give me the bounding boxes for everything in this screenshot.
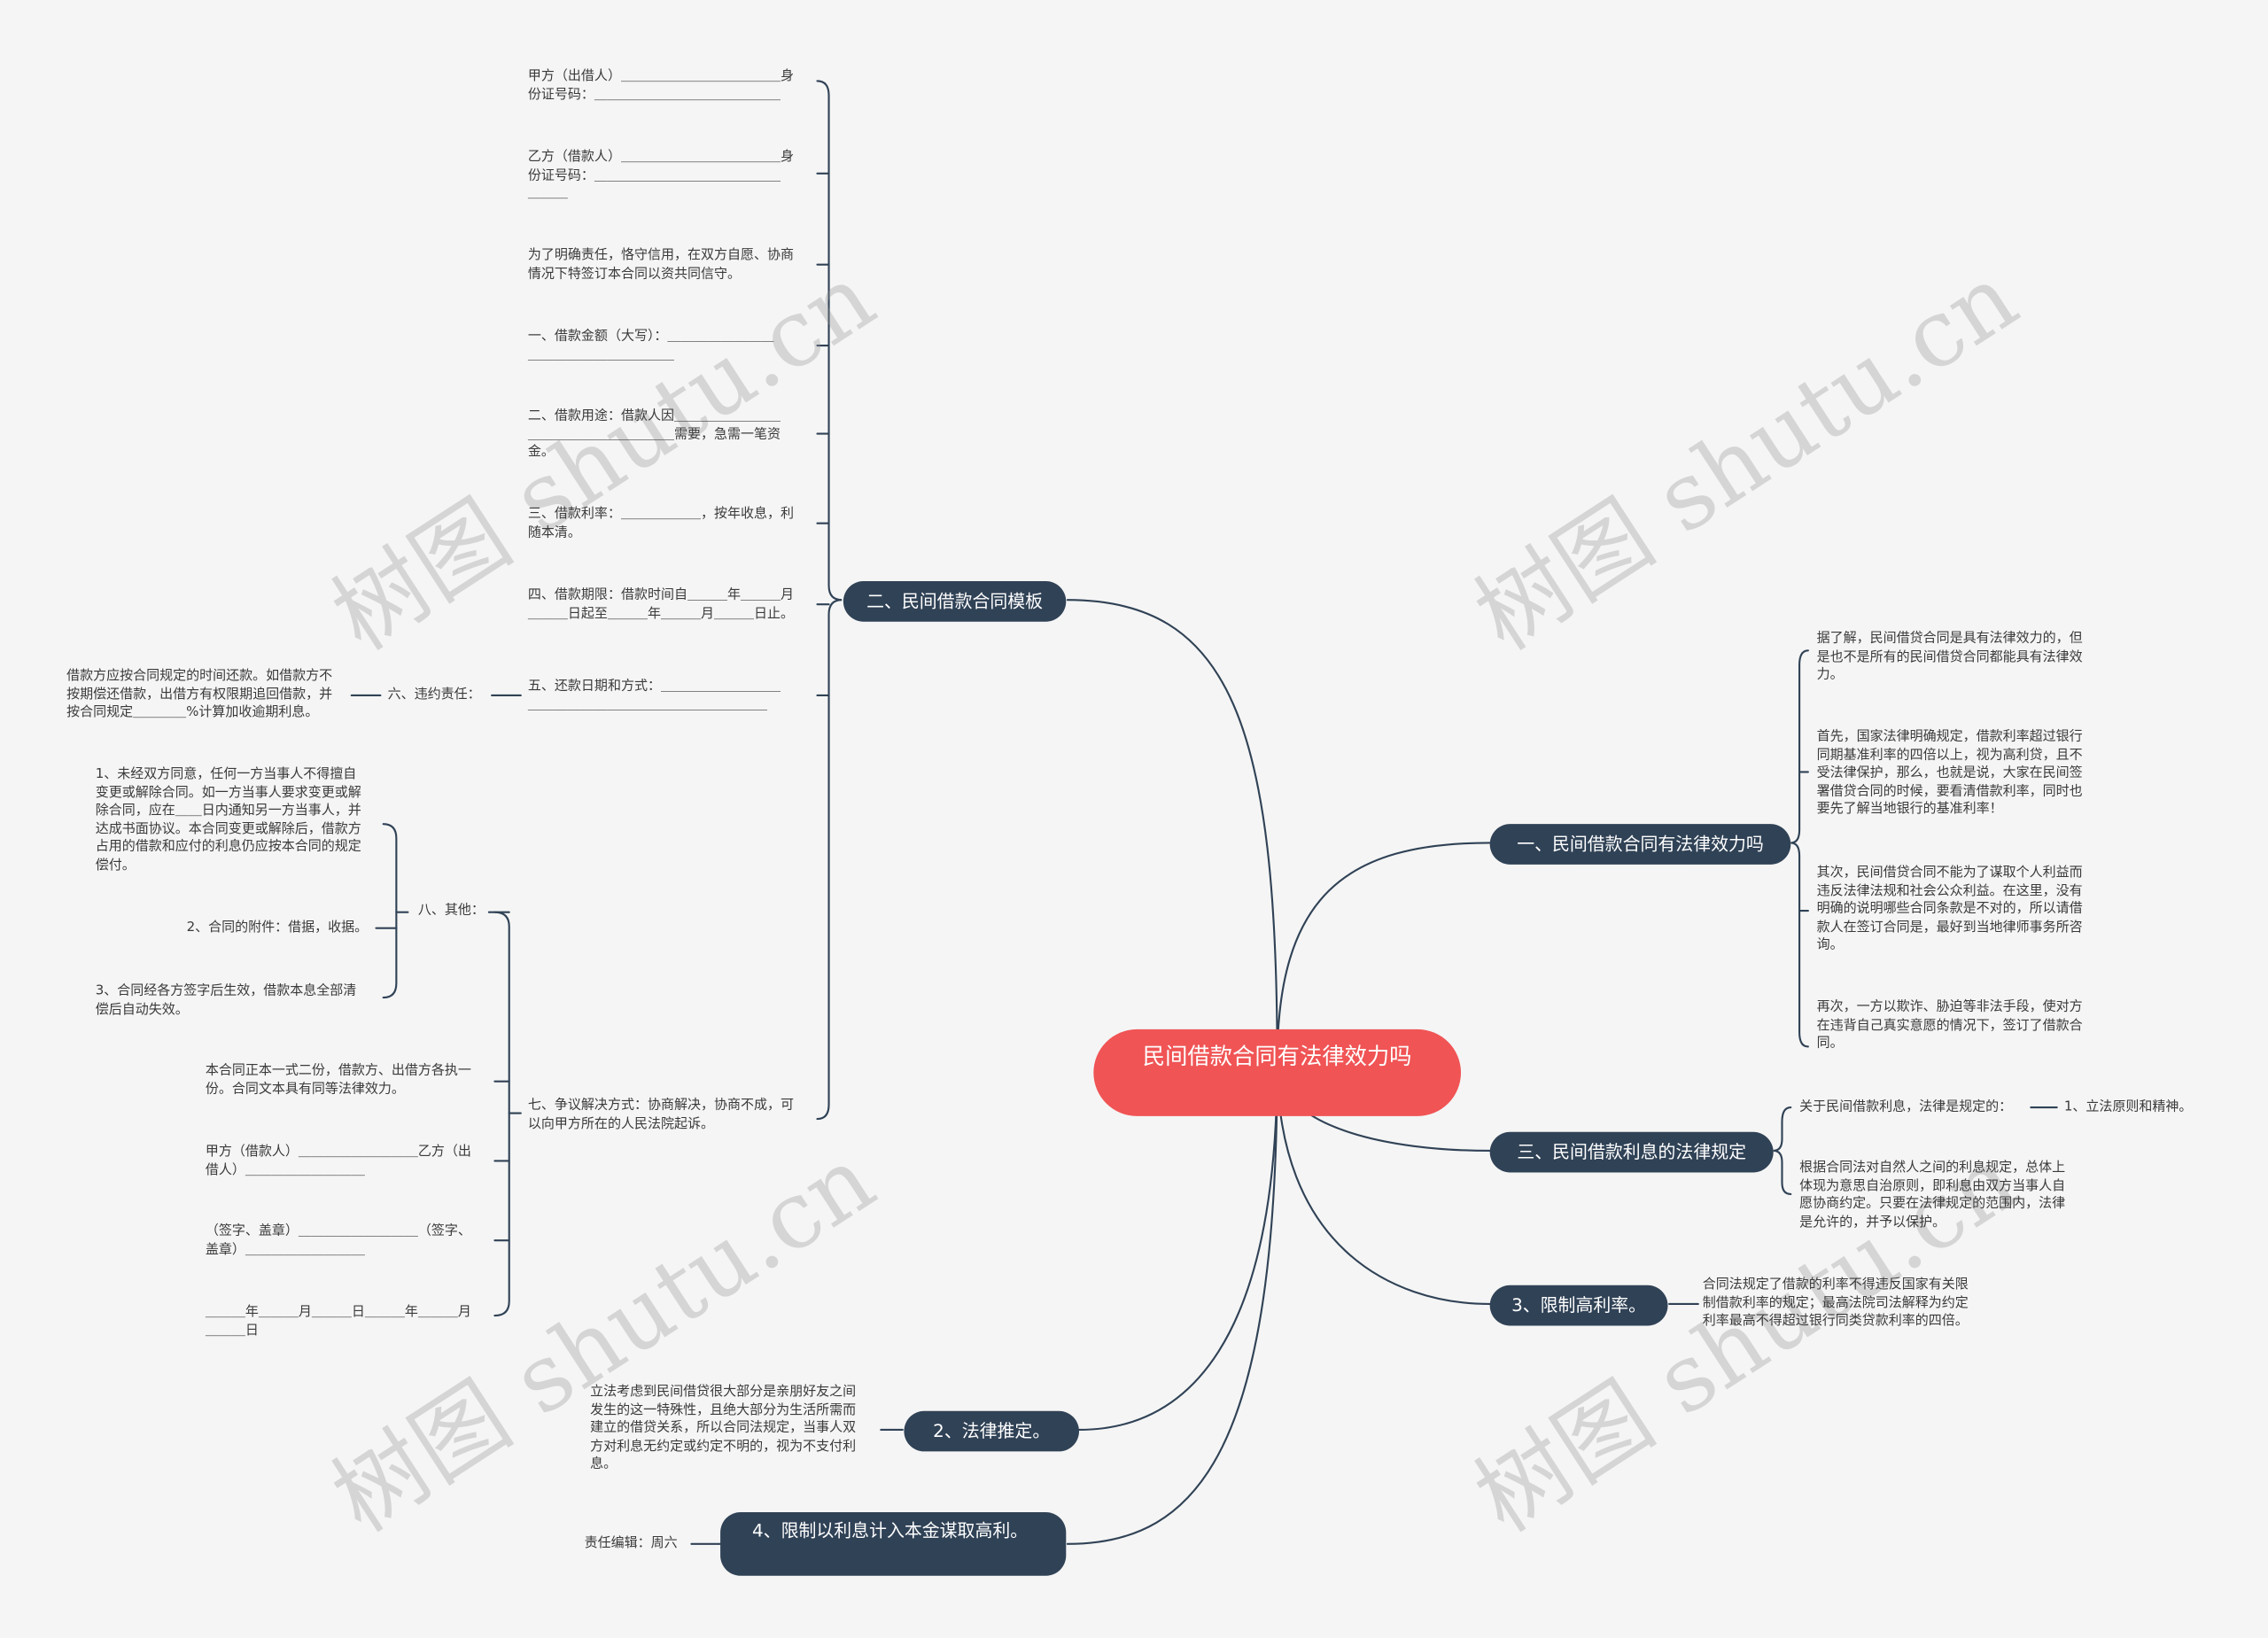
link-root-b4 — [1276, 1061, 1491, 1306]
link-root-b1 — [1276, 842, 1491, 1064]
sec8-label: 八、其他： — [417, 902, 485, 919]
bracket-b1 — [1790, 649, 1809, 1048]
branch-legal-presumption[interactable]: 2、法律推定。 — [904, 1410, 1079, 1452]
sec8-sub-1: 1、未经双方同意，任何一方当事人不得擅自 变更或解除合同。如一方当事人要求变更或… — [95, 765, 361, 873]
branch-contract-template[interactable]: 二、民间借款合同模板 — [843, 581, 1067, 622]
b3-item-2: 根据合同法对自然人之间的利息规定，总体上 体现为意思自治原则，即利息由双方当事人… — [1799, 1159, 2066, 1230]
b2-item-party-b: 乙方（借款人）＿＿＿＿＿＿＿＿＿＿＿＿身 份证号码：＿＿＿＿＿＿＿＿＿＿＿＿＿＿… — [527, 149, 794, 202]
branch-interest-rules[interactable]: 三、民间借款利息的法律规定 — [1489, 1131, 1774, 1173]
b1-item-4: 再次，一方以欺诈、胁迫等非法手段，使对方 在违背自己真实意愿的情况下，签订了借款… — [1816, 998, 2083, 1052]
b6-text: 责任编辑：周六 — [584, 1535, 678, 1552]
bracket-b3 — [1773, 1106, 1792, 1196]
sec8-item-parties: 甲方（借款人）＿＿＿＿＿＿＿＿＿乙方（出 借人）＿＿＿＿＿＿＿＿＿ — [205, 1143, 471, 1178]
b3-item-1: 关于民间借款利息，法律是规定的： — [1799, 1098, 2013, 1115]
b2-item-preamble: 为了明确责任，恪守信用，在双方自愿、协商 情况下特签订本合同以资共同信守。 — [527, 247, 794, 282]
sec8-item-copies: 本合同正本一式二份，借款方、出借方各执一 份。合同文本具有同等法律效力。 — [205, 1062, 471, 1097]
sec8-item-date: ＿＿＿年＿＿＿月＿＿＿日＿＿＿年＿＿＿月 ＿＿＿日 — [205, 1303, 471, 1339]
sec8-sub-2: 2、合同的附件：借据，收据。 — [186, 919, 369, 935]
link-root-b6 — [1066, 1061, 1278, 1545]
b1-item-1: 据了解，民间借贷合同是具有法律效力的，但 是也不是所有的民间借贷合同都能具有法律… — [1816, 630, 2083, 683]
b3-item-1-sub: 1、立法原则和精神。 — [2063, 1098, 2193, 1115]
b2-item-dispute: 七、争议解决方式：协商解决，协商不成，可 以向甲方所在的人民法院起诉。 — [527, 1097, 794, 1132]
branch-legal-effect[interactable]: 一、民间借款合同有法律效力吗 — [1489, 824, 1791, 865]
bracket-b2 — [816, 80, 843, 1121]
b2-item-term: 四、借款期限：借款时间自＿＿＿年＿＿＿月 ＿＿＿日起至＿＿＿年＿＿＿月＿＿＿日止… — [527, 586, 794, 622]
b2-item-amount: 一、借款金额（大写）：＿＿＿＿＿＿＿＿ ＿＿＿＿＿＿＿＿＿＿＿ — [527, 328, 774, 362]
root-node[interactable]: 民间借款合同有法律效力吗 — [1093, 1029, 1462, 1116]
b2-item-repayment: 五、还款日期和方式：＿＿＿＿＿＿＿＿＿ ＿＿＿＿＿＿＿＿＿＿＿＿＿＿＿＿＿＿ — [527, 678, 781, 712]
sec6-label: 六、违约责任： — [387, 687, 481, 703]
b2-item-rate: 三、借款利率：＿＿＿＿＿＿，按年收息，利 随本清。 — [527, 506, 794, 540]
sec8-item-signature: （签字、盖章）＿＿＿＿＿＿＿＿＿（签字、 盖章）＿＿＿＿＿＿＿＿＿ — [205, 1223, 471, 1258]
sec8-sub-3: 3、合同经各方签字后生效，借款本息全部清 偿后自动失效。 — [95, 982, 357, 1018]
b2-item-party-a: 甲方（出借人）＿＿＿＿＿＿＿＿＿＿＿＿身 份证号码：＿＿＿＿＿＿＿＿＿＿＿＿＿＿ — [527, 67, 794, 103]
branch-limit-high-rate[interactable]: 3、限制高利率。 — [1489, 1285, 1668, 1326]
branch-label: 4、限制以利息计入本金谋取高利。 — [752, 1520, 1029, 1541]
b1-item-2: 首先，国家法律明确规定，借款利率超过银行 同期基准利率的四倍以上，视为高利贷，且… — [1816, 728, 2083, 818]
link-root-b2 — [1066, 599, 1278, 1064]
link-root-b5 — [1077, 1061, 1278, 1432]
branch-limit-compound[interactable]: 4、限制以利息计入本金谋取高利。 — [720, 1511, 1067, 1576]
b4-text: 合同法规定了借款的利率不得违反国家有关限 制借款利率的规定；最高法院司法解释为约… — [1702, 1276, 1969, 1330]
b1-item-3: 其次，民间借贷合同不能为了谋取个人利益而 违反法律法规和社会公众利益。在这里，没… — [1816, 864, 2083, 954]
b5-text: 立法考虑到民间借贷很大部分是亲朋好友之间 发生的这一特殊性，且绝大部分为生活所需… — [590, 1383, 857, 1472]
b2-item-purpose: 二、借款用途：借款人因＿＿＿＿＿＿＿＿ ＿＿＿＿＿＿＿＿＿＿＿需要，急需一笔资 … — [527, 408, 781, 461]
bracket-sec8 — [493, 911, 510, 1317]
sec6-text: 借款方应按合同规定的时间还款。如借款方不 按期偿还借款，出借方有权限期追回借款，… — [66, 667, 333, 720]
bracket-sec8-sub — [382, 823, 398, 999]
